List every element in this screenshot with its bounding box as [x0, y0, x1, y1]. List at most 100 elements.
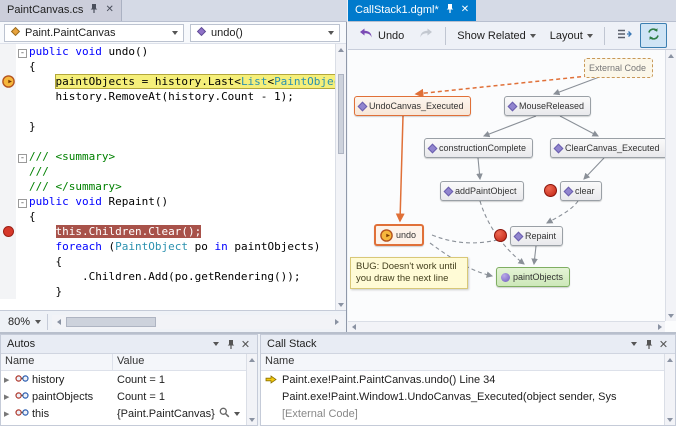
zoom-dropdown[interactable]: 80%	[2, 313, 49, 330]
close-icon[interactable]: ✕	[460, 4, 470, 15]
window-position-icon[interactable]	[208, 337, 223, 352]
expander-icon[interactable]: ▶	[4, 376, 10, 384]
code-line[interactable]	[0, 104, 346, 119]
diagram-node-paintobjects[interactable]: paintObjects	[496, 267, 571, 287]
breakpoint-gutter[interactable]	[0, 209, 16, 224]
pin-icon[interactable]	[89, 3, 99, 17]
callstack-row[interactable]: Paint.exe!Paint.Window1.UndoCanvas_Execu…	[261, 388, 675, 405]
diagram-horizontal-scrollbar[interactable]	[348, 321, 665, 332]
class-dropdown[interactable]: Paint.PaintCanvas	[4, 23, 184, 42]
graph-options-button[interactable]	[610, 23, 638, 48]
tab-paintcanvas[interactable]: PaintCanvas.cs ✕	[0, 0, 122, 21]
show-related-dropdown[interactable]: Show Related	[451, 26, 542, 46]
code-line[interactable]: {	[0, 254, 346, 269]
collapse-toggle-icon[interactable]: -	[18, 48, 27, 58]
autos-row[interactable]: ▶this{Paint.PaintCanvas}	[1, 405, 257, 422]
pin-icon[interactable]	[641, 337, 656, 352]
breakpoint-icon[interactable]	[0, 224, 16, 239]
scroll-down-icon[interactable]	[336, 299, 347, 310]
undo-button[interactable]: Undo	[352, 23, 410, 48]
method-dropdown[interactable]: undo()	[190, 23, 340, 42]
code-line[interactable]: /// </summary>	[0, 179, 346, 194]
chevron-down-icon[interactable]	[233, 411, 240, 416]
diagram-node-addpaintobject[interactable]: addPaintObject	[440, 181, 524, 201]
breakpoint-gutter[interactable]	[0, 269, 16, 284]
scroll-up-icon[interactable]	[665, 354, 676, 365]
diagram-node-clearcanvas-executed[interactable]: ClearCanvas_Executed	[550, 138, 665, 158]
breakpoint-gutter[interactable]	[0, 194, 16, 209]
collapse-toggle-icon[interactable]: -	[18, 153, 27, 163]
scroll-left-icon[interactable]	[348, 322, 359, 333]
code-line[interactable]: history.RemoveAt(history.Count - 1);	[0, 89, 346, 104]
collapse-toggle-icon[interactable]: -	[18, 198, 27, 208]
diagram-node-mousereleased[interactable]: MouseReleased	[504, 96, 592, 116]
code-line[interactable]: {	[0, 59, 346, 74]
breakpoint-gutter[interactable]	[0, 134, 16, 149]
code-line[interactable]: foreach (PaintObject po in paintObjects)	[0, 239, 346, 254]
diagram-node-undocanvas-executed[interactable]: UndoCanvas_Executed	[354, 96, 471, 116]
editor-vertical-scrollbar[interactable]	[335, 44, 346, 310]
code-area[interactable]: -public void undo(){ paintObjects = hist…	[0, 44, 346, 310]
breakpoint-gutter[interactable]	[0, 44, 16, 59]
scrollbar-thumb[interactable]	[338, 74, 344, 154]
scroll-left-icon[interactable]	[52, 315, 66, 329]
close-icon[interactable]: ✕	[105, 4, 114, 15]
code-line[interactable]: -public void undo()	[0, 44, 346, 59]
code-line[interactable]: -public void Repaint()	[0, 194, 346, 209]
pin-icon[interactable]	[445, 3, 455, 17]
callstack-row[interactable]: Paint.exe!Paint.PaintCanvas.undo() Line …	[261, 371, 675, 388]
breakpoint-gutter[interactable]	[0, 149, 16, 164]
callstack-vertical-scrollbar[interactable]	[664, 354, 675, 425]
diagram-node-clear[interactable]: clear	[560, 181, 602, 201]
column-header-name[interactable]: Name	[261, 354, 675, 370]
code-line[interactable]: paintObjects = history.Last<List<PaintOb…	[0, 74, 346, 89]
breakpoint-gutter[interactable]	[0, 164, 16, 179]
scroll-down-icon[interactable]	[665, 414, 676, 425]
scroll-down-icon[interactable]	[247, 414, 258, 425]
code-line[interactable]: {	[0, 209, 346, 224]
autos-vertical-scrollbar[interactable]	[246, 354, 257, 425]
layout-dropdown[interactable]: Layout	[544, 26, 599, 46]
diagram-node-undo[interactable]: undo	[374, 224, 425, 246]
code-line[interactable]: }	[0, 119, 346, 134]
window-position-icon[interactable]	[626, 337, 641, 352]
pin-icon[interactable]	[223, 337, 238, 352]
code-line[interactable]: .Children.Add(po.getRendering());	[0, 269, 346, 284]
diagram-node-external-code[interactable]: External Code	[584, 58, 654, 78]
diagram-node-repaint[interactable]: Repaint	[510, 226, 564, 246]
breakpoint-gutter[interactable]	[0, 179, 16, 194]
close-icon[interactable]: ✕	[240, 338, 251, 351]
breakpoint-gutter[interactable]	[0, 284, 16, 299]
scroll-up-icon[interactable]	[336, 44, 347, 55]
code-line[interactable]: this.Children.Clear();	[0, 224, 346, 239]
scroll-right-icon[interactable]	[654, 322, 665, 333]
bug-note[interactable]: BUG: Doesn't work until you draw the nex…	[350, 257, 468, 289]
diagram-vertical-scrollbar[interactable]	[665, 50, 676, 321]
sync-highlight-button[interactable]	[639, 23, 667, 48]
callstack-title-bar[interactable]: Call Stack ✕	[261, 335, 675, 354]
diagram-node-constructioncomplete[interactable]: constructionComplete	[424, 138, 534, 158]
magnifier-icon[interactable]	[219, 407, 230, 421]
code-line[interactable]	[0, 134, 346, 149]
autos-title-bar[interactable]: Autos ✕	[1, 335, 257, 354]
code-line[interactable]: -/// <summary>	[0, 149, 346, 164]
column-header-value[interactable]: Value	[113, 354, 257, 370]
scrollbar-thumb[interactable]	[66, 316, 157, 327]
breakpoint-gutter[interactable]	[0, 254, 16, 269]
scroll-down-icon[interactable]	[666, 310, 676, 321]
editor-horizontal-scrollbar[interactable]	[52, 314, 344, 329]
expander-icon[interactable]: ▶	[4, 410, 10, 418]
breakpoint-gutter[interactable]	[0, 104, 16, 119]
redo-button[interactable]	[412, 23, 440, 48]
tab-callstack-dgml[interactable]: CallStack1.dgml* ✕	[348, 0, 477, 21]
callstack-row[interactable]: [External Code]	[261, 405, 675, 422]
scroll-up-icon[interactable]	[666, 50, 676, 61]
scroll-up-icon[interactable]	[247, 354, 258, 365]
code-line[interactable]: ///	[0, 164, 346, 179]
expander-icon[interactable]: ▶	[4, 393, 10, 401]
close-icon[interactable]: ✕	[658, 338, 669, 351]
breakpoint-gutter[interactable]	[0, 119, 16, 134]
code-line[interactable]: }	[0, 284, 346, 299]
